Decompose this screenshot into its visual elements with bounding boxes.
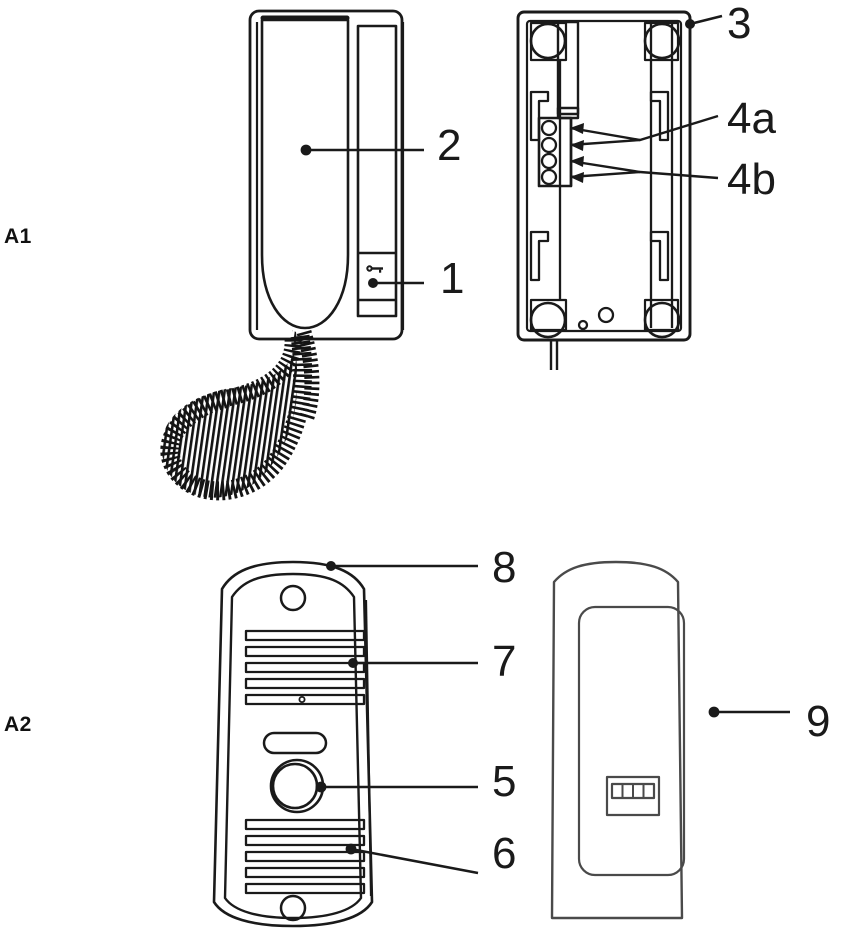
back-plate-housing <box>516 10 692 342</box>
door-station-rear-cover-view <box>550 560 686 920</box>
callout-label-1: 1 <box>440 254 465 303</box>
hook-slot-lower-left <box>529 230 550 282</box>
callout-leader-8 <box>326 561 478 571</box>
grille-slot-l3 <box>244 850 366 863</box>
mounting-hole-top-left <box>529 22 567 60</box>
callout-leader-6 <box>345 843 479 875</box>
callout-leader-3 <box>685 14 723 29</box>
call-button-inner-ring <box>271 762 319 810</box>
callout-leader-7 <box>348 658 478 668</box>
microphone-hole <box>298 696 306 704</box>
callout-label-4a: 4a <box>727 94 776 143</box>
callout-leader-1 <box>368 278 424 288</box>
grille-slot-u4 <box>244 677 366 690</box>
handset-back-plate-view <box>516 10 692 370</box>
call-button-outer-ring <box>269 758 325 814</box>
callout-label-8: 8 <box>492 543 517 592</box>
grille-slot-l2 <box>244 834 366 847</box>
door-station-faceplate <box>223 572 363 920</box>
door-station-housing-edge <box>212 560 374 928</box>
grille-slot-u2 <box>244 645 366 658</box>
terminal-screw-3 <box>540 152 558 170</box>
callout-leader-4a <box>569 114 719 151</box>
hook-slot-upper-right <box>649 90 670 142</box>
cord-channel-cap <box>556 106 580 120</box>
rear-terminal-housing <box>605 775 661 817</box>
cord-channel <box>556 20 580 116</box>
nameplate-slot <box>244 693 366 706</box>
callout-label-6: 6 <box>492 829 517 878</box>
callout-leader-5 <box>315 781 478 793</box>
handset-outer-case <box>248 9 404 341</box>
hook-slot-upper-left <box>529 90 550 142</box>
back-plate-inner-wall <box>525 19 683 333</box>
grille-slot-l4 <box>244 866 366 879</box>
callout-label-4b: 4b <box>727 155 776 204</box>
lower-speaker-grille <box>244 818 366 895</box>
pocket-top-right <box>643 21 680 62</box>
terminal-screw-4 <box>540 168 558 186</box>
callout-label-9: 9 <box>806 697 831 746</box>
pocket-top-left <box>529 21 568 62</box>
handset-coiled-cord <box>160 329 320 501</box>
pocket-bottom-right <box>643 298 680 332</box>
grille-slot-u1 <box>244 629 366 642</box>
screw-hole-bottom <box>279 894 307 922</box>
terminal-screw-1 <box>540 119 558 137</box>
hook-slot-lower-right <box>649 230 670 282</box>
callout-label-2: 2 <box>437 121 462 170</box>
section-tag-a2: A2 <box>4 713 32 736</box>
call-button <box>269 758 325 814</box>
callout-label-3: 3 <box>727 0 752 48</box>
pocket-bottom-left <box>529 298 568 332</box>
faceplate-right-bezel <box>364 599 373 897</box>
vent-hole-small <box>577 319 589 331</box>
callout-leader-4b <box>569 156 719 183</box>
callout-leader-9 <box>708 706 790 718</box>
handset-base-panel <box>356 24 398 318</box>
callout-label-7: 7 <box>492 637 517 686</box>
vent-hole-large <box>597 306 615 324</box>
callout-label-5: 5 <box>492 757 517 806</box>
grille-slot-u3 <box>244 661 366 674</box>
grille-slot-l5 <box>244 882 366 895</box>
section-tag-a1: A1 <box>4 225 32 248</box>
indoor-handset-front-view <box>248 9 405 341</box>
door-station-front-view <box>212 560 374 928</box>
callout-leader-2 <box>300 144 424 156</box>
screw-hole-top <box>279 584 307 612</box>
handset-body <box>260 18 350 330</box>
grille-slot-l1 <box>244 818 366 831</box>
nameplate <box>262 731 328 755</box>
rear-cover-cavity <box>577 605 686 877</box>
terminal-screw-2 <box>540 136 558 154</box>
rear-cover-bracket <box>550 560 684 920</box>
key-icon <box>366 265 383 273</box>
upper-speaker-grille <box>244 629 366 706</box>
